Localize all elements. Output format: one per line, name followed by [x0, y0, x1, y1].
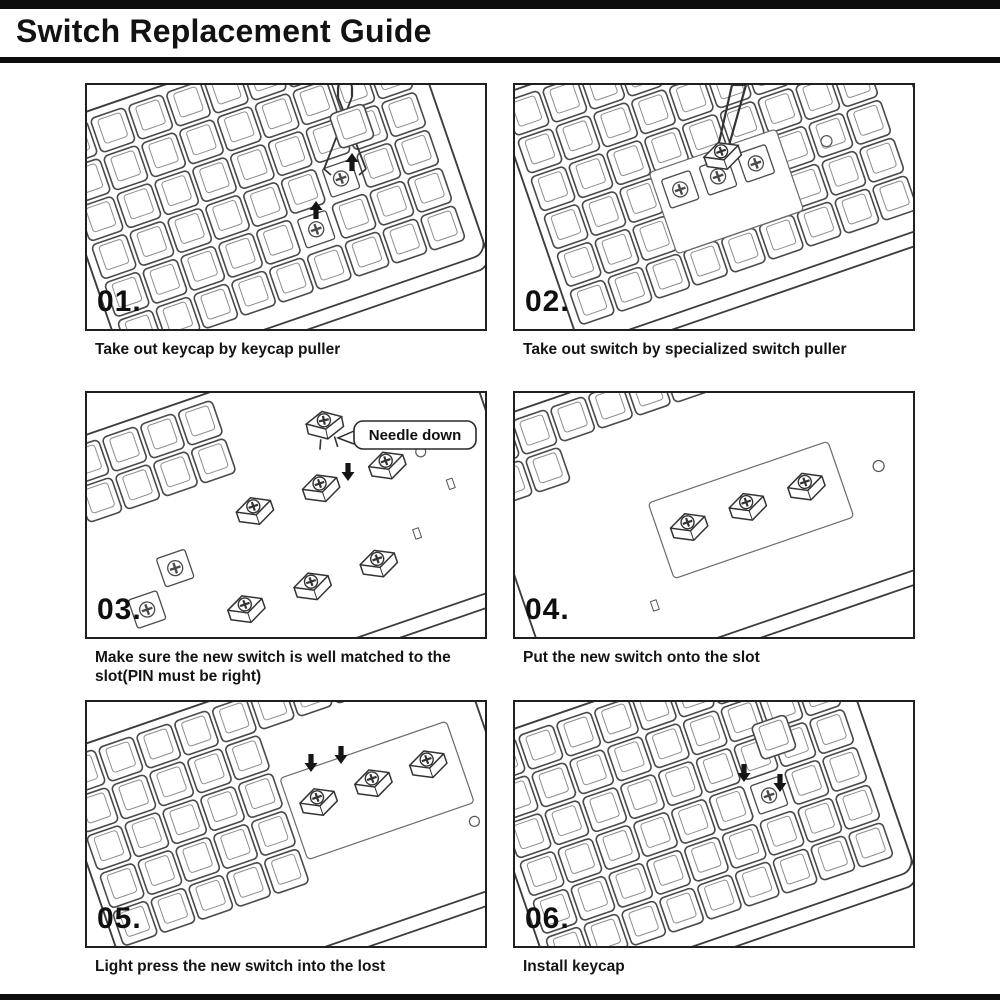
page-header: Switch Replacement Guide [0, 0, 1000, 63]
step-panel-4: 04. Put the new switch onto the slot [513, 391, 915, 687]
plate-hole-icon [649, 599, 660, 612]
plate-hole-icon [445, 477, 456, 491]
switch-pins-icon [319, 436, 339, 450]
step-panel-3: Needle down 03. Make sure the new switch… [85, 391, 487, 687]
header-top-bar [0, 0, 1000, 9]
steps-grid: 01. Take out keycap by keycap puller [0, 63, 1000, 995]
new-switch-icon [303, 406, 347, 450]
step-panel-2: 02. Take out switch by specialized switc… [513, 83, 915, 378]
step-panel-6: 06. Install keycap [513, 699, 915, 995]
needle-down-callout: Needle down [336, 420, 477, 450]
step-number: 04. [525, 593, 570, 626]
screw-hole-icon [468, 815, 481, 827]
keyboard-body [515, 393, 913, 637]
step-1-illustration-box: 01. [85, 83, 487, 331]
keyboard-body [515, 701, 913, 946]
keyboard-body [87, 85, 485, 329]
step-caption: Install keycap [523, 957, 625, 975]
screw-hole-icon [872, 459, 885, 473]
keyboard-illustration-step-6 [515, 701, 913, 946]
step-4-illustration-box: 04. [513, 391, 915, 639]
step-caption: Put the new switch onto the slot [523, 649, 760, 666]
footer-bar [0, 994, 1000, 1000]
step-caption: Take out keycap by keycap puller [95, 341, 341, 358]
header-divider-bar [0, 57, 1000, 63]
keyboard-illustration-step-4 [515, 393, 913, 637]
step-caption: Make sure the new switch is well matched… [95, 649, 451, 686]
step-caption: Take out switch by specialized switch pu… [523, 341, 847, 358]
step-number: 06. [525, 901, 570, 935]
screw-hole-icon [820, 135, 833, 148]
keyboard-body [515, 85, 913, 329]
step-panel-1: 01. Take out keycap by keycap puller [85, 83, 487, 378]
page-title: Switch Replacement Guide [16, 13, 432, 49]
step-caption: Light press the new switch into the lost [95, 957, 386, 975]
step-6-illustration-box: 06. [513, 699, 915, 948]
step-number: 01. [97, 285, 142, 318]
keyboard-body [87, 393, 485, 637]
keyboard-illustration-step-1 [87, 85, 485, 329]
step-number: 05. [97, 901, 142, 935]
step-2-illustration-box: 02. [513, 83, 915, 331]
step-number: 03. [97, 593, 142, 626]
step-panel-5: 05. Light press the new switch into the … [85, 699, 487, 995]
step-3-illustration-box: Needle down 03. [85, 391, 487, 639]
plate-hole-icon [412, 527, 423, 540]
keyboard-illustration-step-2 [515, 85, 913, 329]
callout-label: Needle down [369, 427, 462, 444]
step-number: 02. [525, 285, 570, 318]
switch-recess [648, 441, 885, 612]
keyboard-illustration-step-3: Needle down [87, 393, 485, 637]
keyboard-illustration-step-5 [87, 701, 485, 946]
step-5-illustration-box: 05. [85, 699, 487, 948]
keyboard-body [87, 701, 485, 946]
switch-recess [280, 721, 481, 859]
